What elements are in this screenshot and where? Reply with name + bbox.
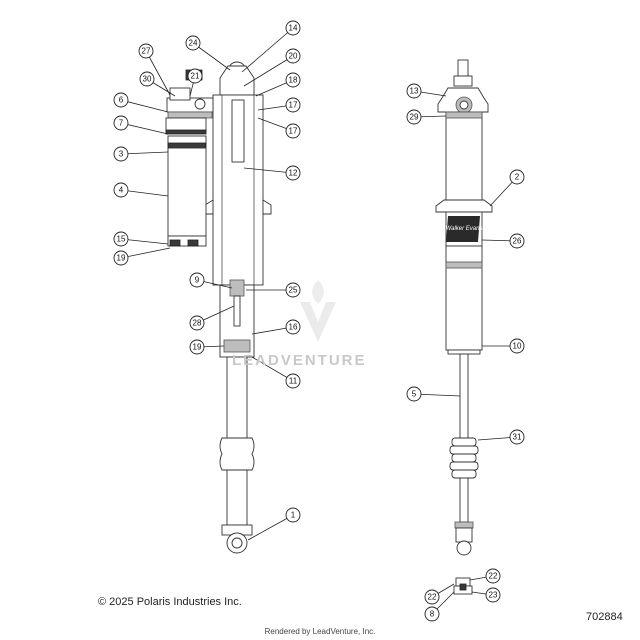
callout-15: 15 — [113, 231, 129, 247]
logo-text: Walker Evans — [446, 226, 483, 232]
callout-label: 23 — [489, 591, 498, 600]
callout-label: 3 — [119, 150, 124, 159]
callout-8: 8 — [424, 606, 440, 622]
callout-leader-15 — [120, 238, 169, 245]
watermark-text: LEADVENTURE — [232, 352, 367, 369]
callout-label: 29 — [410, 113, 419, 122]
callout-leader-12 — [243, 167, 294, 174]
callout-22: 22 — [424, 589, 440, 605]
callout-19: 19 — [113, 250, 129, 266]
right-shock-assembled — [435, 59, 493, 595]
callout-30: 30 — [139, 71, 155, 87]
callout-leader-3 — [120, 151, 169, 155]
callout-25: 25 — [285, 282, 301, 298]
callout-leader-7 — [120, 122, 169, 135]
callout-10: 10 — [509, 338, 525, 354]
callout-3: 3 — [113, 146, 129, 162]
callout-29: 29 — [406, 109, 422, 125]
callout-label: 15 — [117, 235, 126, 244]
callout-label: 14 — [289, 24, 298, 33]
callout-label: 5 — [412, 390, 417, 399]
callout-label: 4 — [119, 186, 124, 195]
callout-23: 23 — [485, 587, 501, 603]
leadventure-watermark-emblem — [300, 280, 336, 342]
callout-label: 30 — [143, 75, 152, 84]
copyright-text: © 2025 Polaris Industries Inc. — [98, 596, 242, 608]
diagram-number: 702884 — [586, 611, 623, 623]
walker-evans-logo: Walker Evans — [446, 216, 483, 242]
callout-14: 14 — [285, 20, 301, 36]
callout-4: 4 — [113, 182, 129, 198]
callout-1: 1 — [285, 507, 301, 523]
callout-7: 7 — [113, 115, 129, 131]
callout-leader-19 — [120, 247, 171, 259]
callout-label: 12 — [289, 169, 298, 178]
callout-label: 26 — [513, 237, 522, 246]
callout-leader-11 — [251, 356, 294, 382]
callout-leader-5 — [413, 393, 461, 397]
callout-label: 19 — [193, 343, 202, 352]
callout-label: 17 — [289, 101, 298, 110]
callout-22: 22 — [485, 568, 501, 584]
callout-24: 24 — [185, 35, 201, 51]
callout-label: 21 — [191, 72, 200, 81]
callout-leader-1 — [247, 514, 294, 541]
callout-label: 11 — [289, 377, 298, 386]
callout-9: 9 — [189, 272, 205, 288]
callout-label: 20 — [289, 52, 298, 61]
callout-leader-27 — [145, 50, 171, 96]
callout-13: 13 — [406, 83, 422, 99]
callout-12: 12 — [285, 165, 301, 181]
callout-6: 6 — [113, 92, 129, 108]
callout-label: 22 — [489, 572, 498, 581]
callout-26: 26 — [509, 233, 525, 249]
callout-11: 11 — [285, 373, 301, 389]
callout-28: 28 — [189, 315, 205, 331]
callout-label: 2 — [515, 173, 520, 182]
callout-label: 16 — [289, 323, 298, 332]
callout-5: 5 — [406, 386, 422, 402]
callout-27: 27 — [138, 43, 154, 59]
callout-21: 21 — [187, 68, 203, 84]
callout-leader-4 — [120, 189, 169, 197]
callout-label: 28 — [193, 319, 202, 328]
callout-label: 19 — [117, 254, 126, 263]
left-shock-exploded — [165, 61, 272, 554]
callout-label: 24 — [189, 39, 198, 48]
callout-label: 27 — [142, 47, 151, 56]
callout-leader-6 — [120, 99, 169, 113]
callout-leader-20 — [243, 55, 294, 87]
callout-label: 31 — [513, 433, 522, 442]
callout-label: 6 — [119, 96, 124, 105]
callout-label: 10 — [513, 342, 522, 351]
callout-17: 17 — [285, 97, 301, 113]
rendered-by-text: Rendered by LeadVenture, Inc. — [264, 627, 376, 636]
callout-label: 17 — [289, 127, 298, 136]
callout-16: 16 — [285, 319, 301, 335]
callout-label: 22 — [428, 593, 437, 602]
callout-label: 1 — [291, 511, 296, 520]
callout-leader-24 — [192, 42, 231, 71]
callout-label: 18 — [289, 76, 298, 85]
callout-2: 2 — [509, 169, 525, 185]
callout-label: 13 — [410, 87, 419, 96]
callout-label: 7 — [119, 119, 124, 128]
callout-label: 8 — [430, 610, 435, 619]
callout-18: 18 — [285, 72, 301, 88]
callout-20: 20 — [285, 48, 301, 64]
callout-label: 25 — [289, 286, 298, 295]
callout-leader-14 — [241, 27, 294, 73]
callout-19: 19 — [189, 339, 205, 355]
callout-31: 31 — [509, 429, 525, 445]
callout-label: 9 — [195, 276, 200, 285]
callout-17: 17 — [285, 123, 301, 139]
